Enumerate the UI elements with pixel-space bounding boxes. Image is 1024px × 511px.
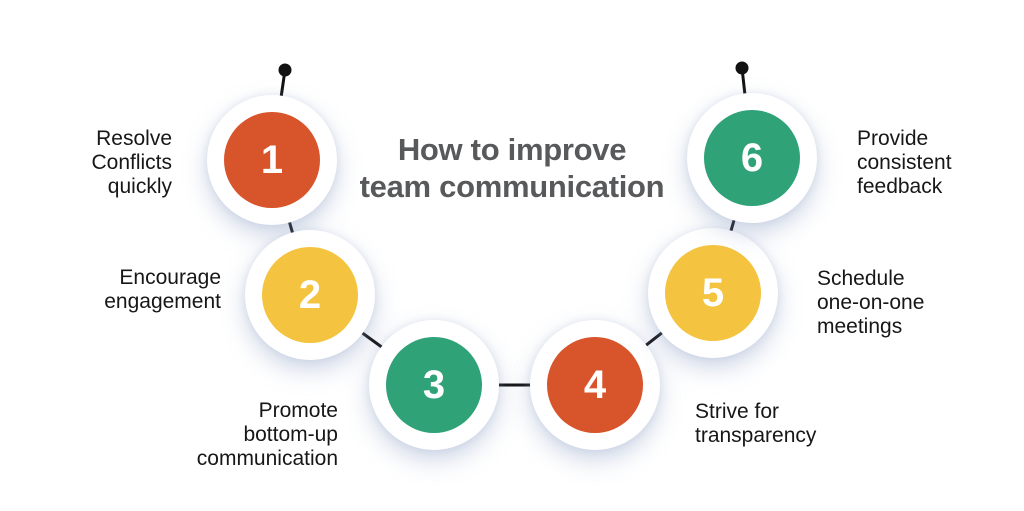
- step-circle-5: 5: [648, 228, 778, 358]
- step-5-label: Schedule one-on-one meetings: [817, 267, 925, 339]
- step-4-number: 4: [583, 363, 607, 407]
- step-5-number: 5: [701, 271, 725, 315]
- step-3-disc: 3: [386, 337, 482, 433]
- step-6-number: 6: [740, 136, 764, 180]
- step-1-label: Resolve Conflicts quickly: [91, 127, 172, 199]
- step-circle-3: 3: [369, 320, 499, 450]
- step-1-disc: 1: [224, 112, 320, 208]
- step-2-label: Encourage engagement: [104, 266, 221, 314]
- step-2-disc: 2: [262, 247, 358, 343]
- step-circle-2: 2: [245, 230, 375, 360]
- step-3-number: 3: [422, 363, 446, 407]
- pin-dot-right-icon: [735, 61, 749, 75]
- infographic-title: How to improve team communication: [359, 132, 665, 205]
- step-4-label: Strive for transparency: [695, 400, 817, 448]
- step-circle-1: 1: [207, 95, 337, 225]
- step-4-disc: 4: [547, 337, 643, 433]
- step-6-disc: 6: [704, 110, 800, 206]
- step-1-number: 1: [260, 138, 284, 182]
- step-circle-4: 4: [530, 320, 660, 450]
- step-6-label: Provide consistent feedback: [857, 127, 952, 199]
- step-3-label: Promote bottom-up communication: [196, 399, 338, 471]
- step-5-disc: 5: [665, 245, 761, 341]
- pin-dot-left-icon: [278, 63, 292, 77]
- step-2-number: 2: [298, 273, 322, 317]
- step-circle-6: 6: [687, 93, 817, 223]
